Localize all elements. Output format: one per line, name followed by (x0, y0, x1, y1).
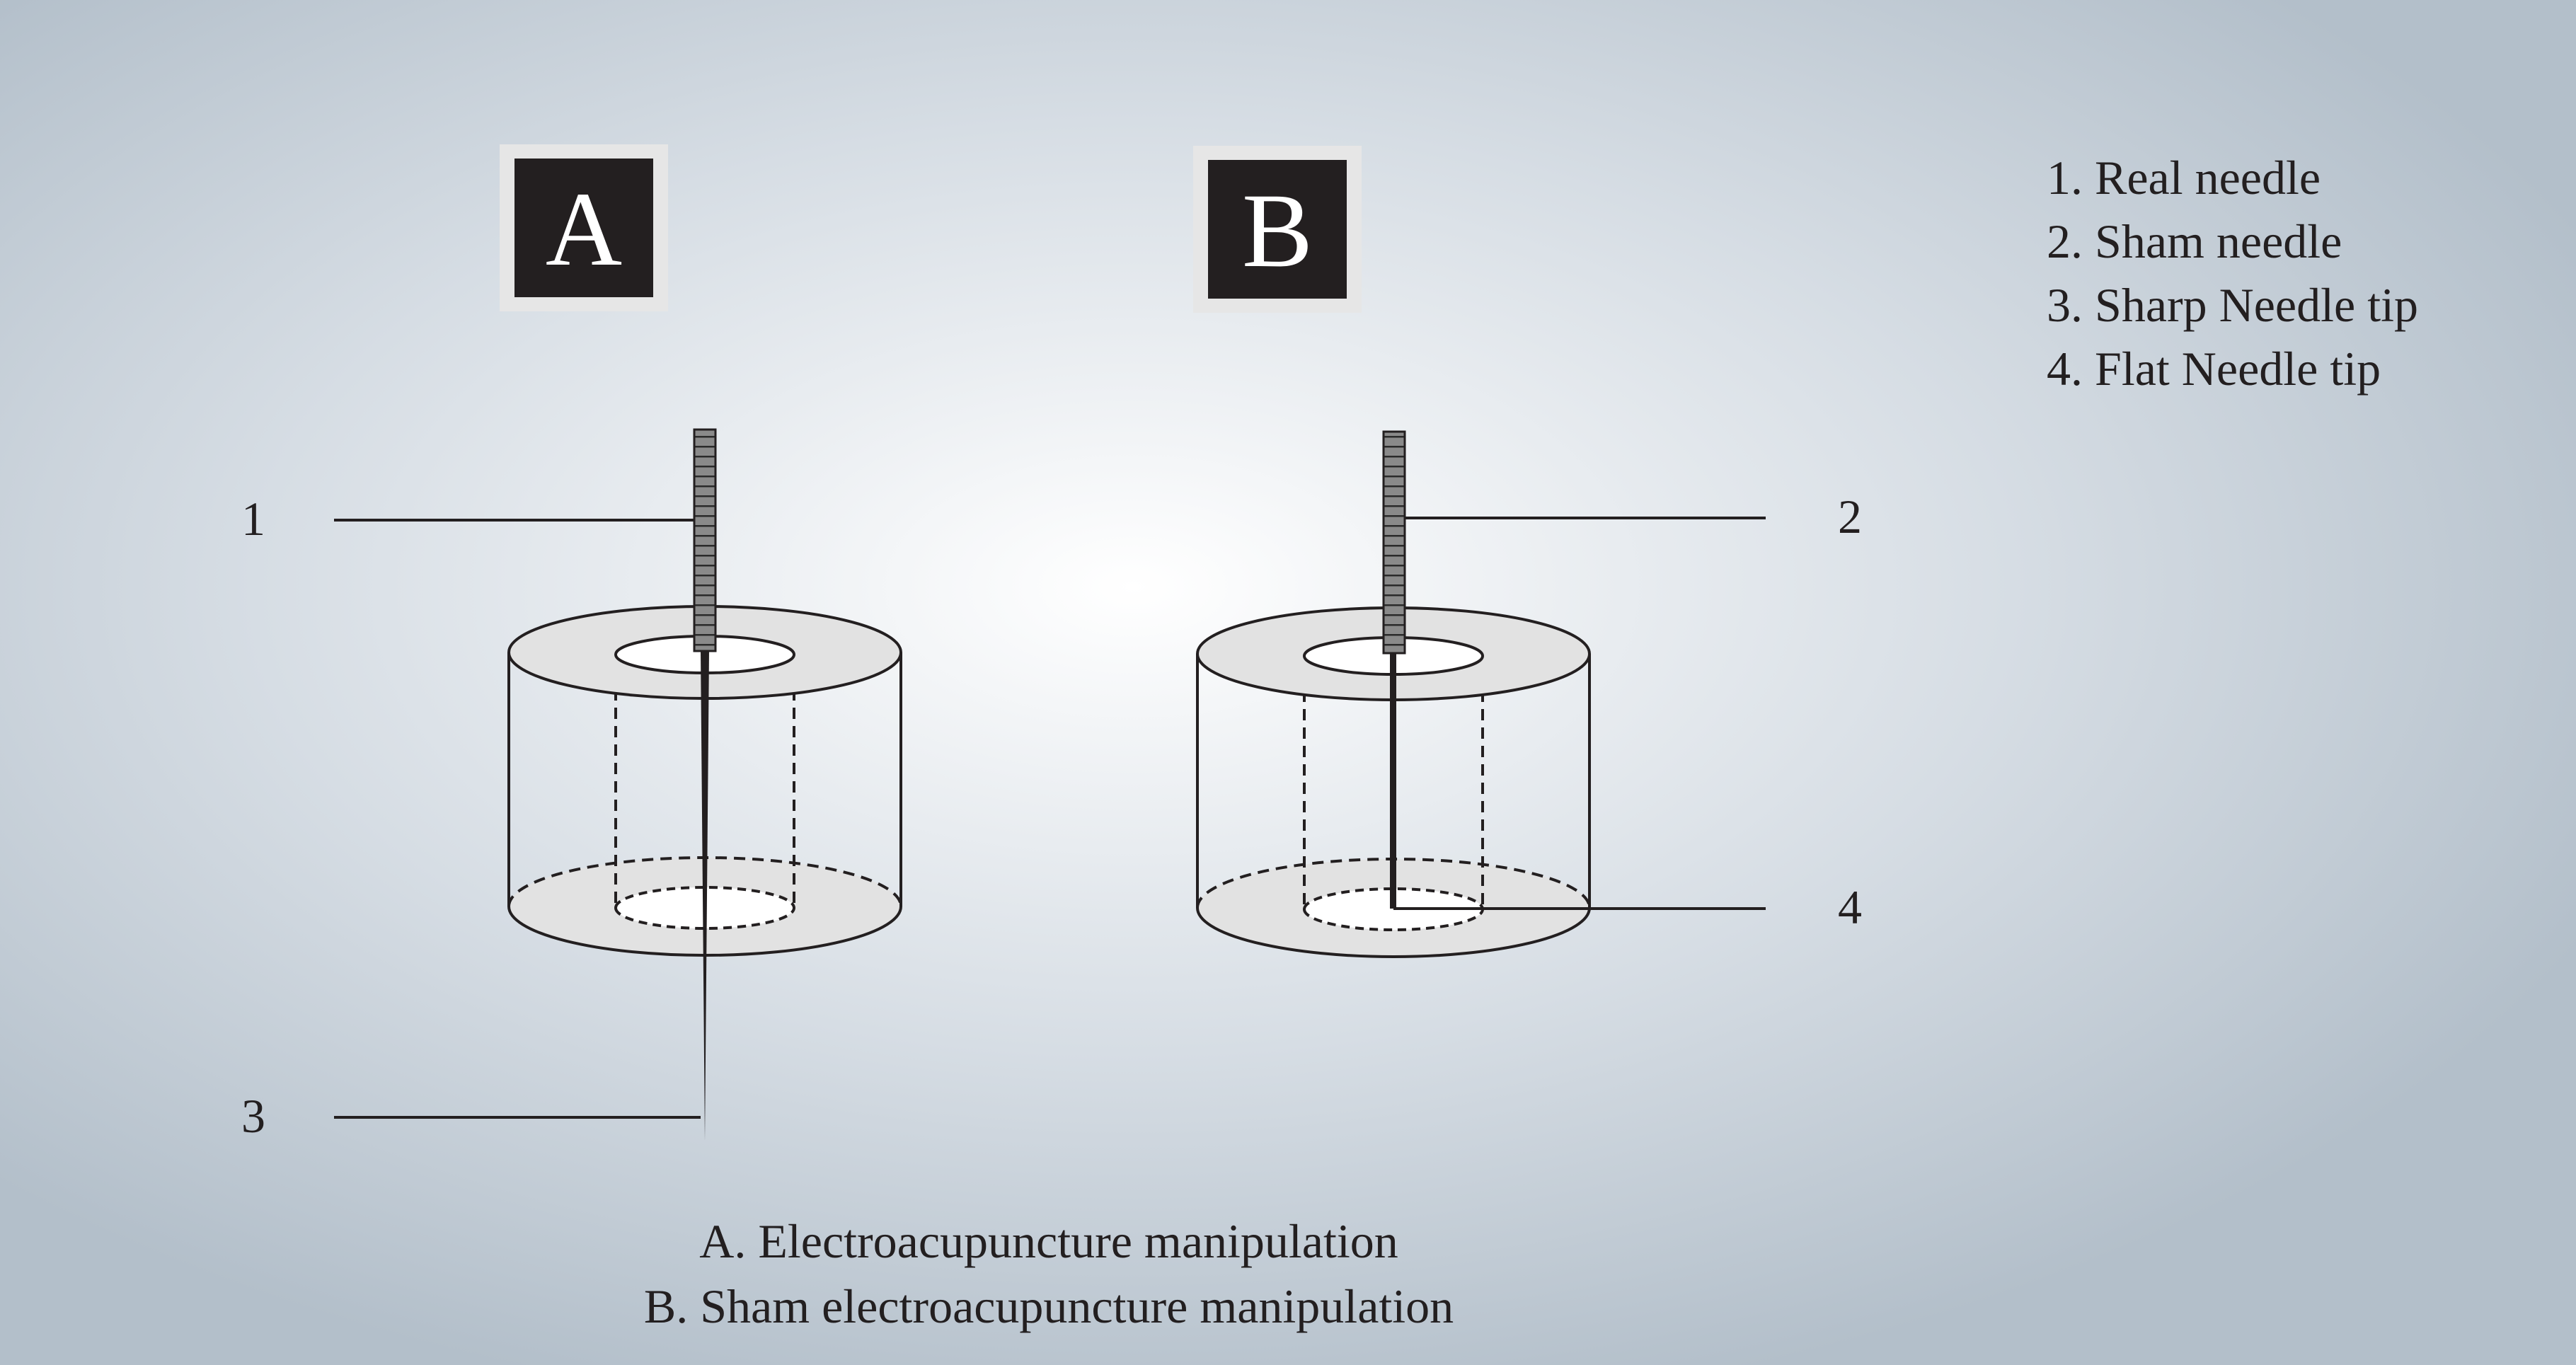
callout-number-4: 4 (1838, 880, 1862, 934)
legend-item-real-needle: 1. Real needle (2047, 151, 2321, 205)
panel-label-a-letter: A (546, 171, 622, 288)
panel-label-a: A (500, 144, 668, 311)
cylinder-b-bottom-front-edge (1196, 907, 1591, 958)
real-needle-handle (693, 428, 717, 652)
legend-item-sham-needle: 2. Sham needle (2047, 214, 2342, 268)
legend: 1. Real needle 2. Sham needle 3. Sharp N… (2047, 151, 2418, 396)
cylinder-a-bottom-hole-back (614, 886, 795, 909)
callout-number-2: 2 (1838, 490, 1862, 543)
panel-label-b-letter: B (1242, 172, 1313, 289)
caption-line-a: A. Electroacupuncture manipulation (699, 1214, 1398, 1268)
callout-number-1: 1 (241, 492, 265, 546)
panel-label-b: B (1193, 146, 1362, 313)
cylinder-b-bottom-hole-back (1303, 887, 1484, 910)
caption-line-b: B. Sham electroacupuncture manipulation (644, 1279, 1454, 1333)
sham-needle-shaft (1390, 650, 1396, 909)
panel-label-b-box (1208, 160, 1347, 299)
cylinder-b-bottom-hole-front (1303, 909, 1484, 931)
panel-label-a-box (514, 159, 653, 297)
legend-item-flat-tip: 4. Flat Needle tip (2047, 342, 2381, 396)
real-needle-shaft (701, 650, 709, 1141)
callout-lines (334, 517, 1766, 1119)
sham-needle (1382, 430, 1406, 909)
real-needle (693, 428, 717, 1141)
caption: A. Electroacupuncture manipulation B. Sh… (644, 1214, 1454, 1333)
cylinder-a-bottom-hole-front (614, 907, 795, 930)
callout-number-3: 3 (241, 1089, 265, 1143)
sham-needle-handle (1382, 430, 1406, 655)
legend-item-sharp-tip: 3. Sharp Needle tip (2047, 278, 2418, 332)
